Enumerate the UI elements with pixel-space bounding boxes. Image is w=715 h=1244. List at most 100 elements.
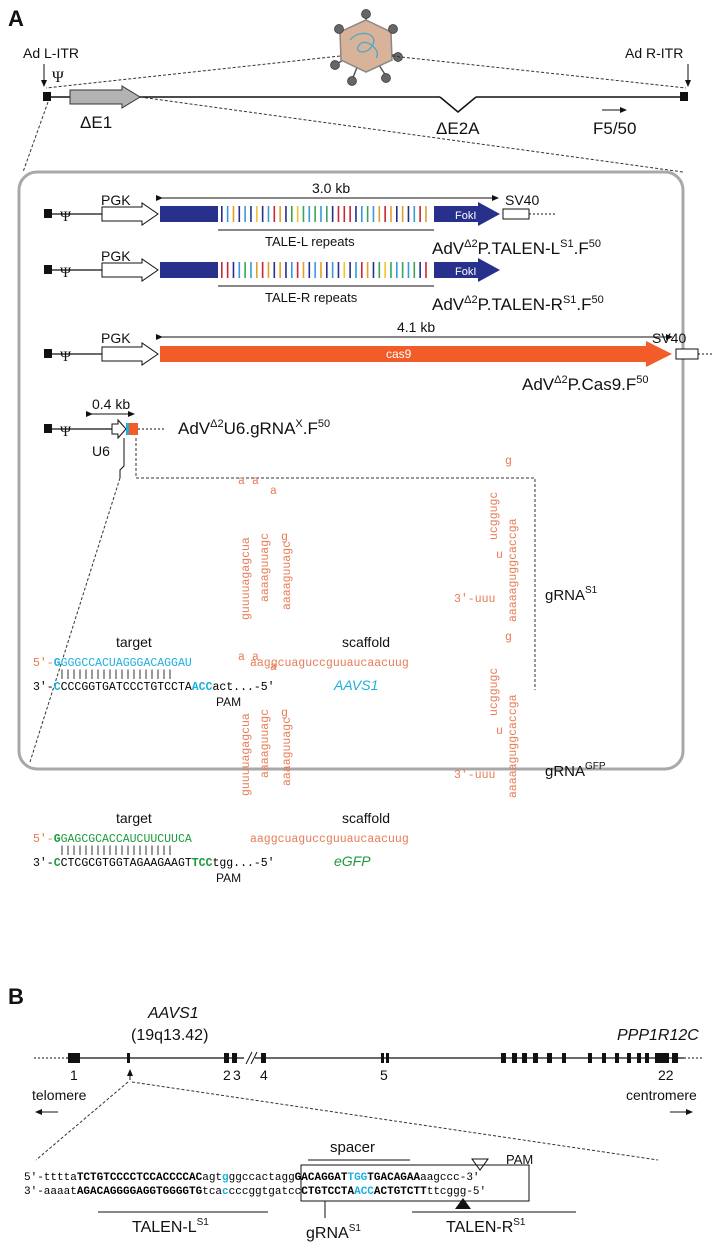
tale-repeat-stripe [232,262,235,278]
repeats-label: TALE-R repeats [265,290,358,305]
right-itr-box [680,92,688,101]
tale-repeat-stripe [320,262,322,278]
exon-5-label: 5 [380,1067,388,1083]
tale-repeat-stripe [221,206,223,222]
target-box [300,1164,530,1202]
tale-repeat-stripe [355,262,357,278]
tale-repeat-stripe [337,262,340,278]
tale-repeat-stripe [279,206,281,222]
stem1-strand-b: aaaaguuagc [259,533,272,602]
top-sequence: 5′-ttttaTCTGTCCCCTCCACCCCACagtgggccactag… [24,1172,480,1184]
pam-label: PAM [506,1152,533,1167]
vector-box [17,170,685,771]
repeats-label: TALE-L repeats [265,234,355,249]
tale-repeat-stripe [296,206,299,222]
psi-symbol: Ψ [60,349,72,365]
telomere-label: telomere [32,1087,87,1103]
scaffold-seq: aaggcuaguccguuaucaacuug [250,833,409,846]
tale-repeat-stripe [221,262,223,278]
loop2-g: g [281,531,288,544]
tale-repeat-stripe [390,262,392,278]
loop2: aaaaguuagc [281,541,294,610]
tale-repeat-stripe [308,206,311,222]
tale-repeat-stripe [361,206,363,222]
scaffold-block [129,423,138,435]
ppp1r12c-label: PPP1R12C [617,1027,699,1044]
size-label: 4.1 kb [397,319,435,335]
itr-box [44,209,52,218]
stem2-loop: g [505,455,512,468]
target-label: target [116,634,152,650]
sv40-box [675,348,699,360]
tale-repeat-stripe [250,262,252,278]
foki-label: FokI [455,210,476,222]
r-itr-label: Ad R-ITR [625,45,683,61]
pam-label: PAM [216,695,241,709]
tale-repeat-stripe [250,206,252,222]
tale-repeat-stripe [279,262,281,278]
tale-repeat-stripe [425,206,427,222]
stem2-strand-b: ucggugc [488,668,501,716]
grna-construct: Ψ 0.4 kb U6 AdVΔ2U6.gRNAX.F50 [29,396,536,763]
tale-repeat-stripe [226,262,229,278]
size-label: 0.4 kb [92,396,130,412]
tale-repeat-stripe [419,206,421,222]
psi-symbol: Ψ [60,424,72,440]
tale-repeat-stripe [314,206,316,222]
tale-repeat-stripe [256,206,258,222]
e2a-deletion [439,96,477,113]
tale-repeat-stripe [326,206,328,222]
adenovirus-icon [330,9,403,86]
tale-repeat-stripe [390,206,392,222]
exon-1-label: 1 [70,1067,78,1083]
pgk-promoter-arrow [101,342,159,366]
bottom-sequence: 3′-aaaatAGACAGGGGAGGTGGGGTGtcaccccggtgat… [24,1186,486,1198]
stem1-strand-a: guuuuagagcua [240,537,253,620]
tale-repeat-stripe [273,262,276,278]
itr-box [44,424,52,433]
tale-repeat-stripe [378,262,381,278]
panel-label-b: B [8,984,24,1009]
top-strand: 5′-GGGGCCACUAGGGACAGGAU [33,657,192,670]
pgk-label: PGK [101,192,131,208]
cut-site-bottom [455,1198,471,1209]
tale-repeat-stripe [425,262,427,278]
talen-l-construct: Ψ PGK 3.0 kb FokI SV40 TALE-L repeats Ad… [44,180,601,258]
pam-label: PAM [216,871,241,885]
tale-repeat-stripe [378,206,381,222]
tale-repeat-stripe [413,262,416,278]
tale-repeat-stripe [232,206,235,222]
tale-repeat-stripe [361,262,363,278]
tale-repeat-stripe [349,262,351,278]
stem2-strand-a: aaaaaguggcaccga [507,518,520,622]
grna-s1-structure: gRNAS1 guuuuagagcua aaaaguuagc a a a aaa… [33,455,598,709]
itr-box [44,349,52,358]
pgk-label: PGK [101,330,131,346]
tale-repeat-stripe [407,262,410,278]
grna-title: gRNAS1 [545,585,598,604]
scaffold-seq: aaggcuaguccguuaucaacuug [250,657,409,670]
tale-repeat-stripe [401,262,404,278]
tale-repeat-stripe [384,262,386,278]
foki-label: FokI [455,266,476,278]
spacer-block [126,423,129,435]
spacer-label: spacer [330,1139,375,1156]
tale-repeat-stripe [372,206,375,222]
tale-repeat-stripe [291,262,293,278]
top-strand: 5′-GGAGCGCACCAUCUUCUUCA [33,833,192,846]
tale-repeat-stripe [320,206,322,222]
grna-gfp-structure: gRNAGFP guuuuagagcua aaaaguuagc a a a aa… [33,631,606,885]
scaffold-label: scaffold [342,810,390,826]
stem2-loop: g [505,631,512,644]
tale-repeat-stripe [396,262,398,278]
loop1-a: a [238,475,245,488]
tale-repeat-stripe [366,262,369,278]
tale-repeat-stripe [331,262,334,278]
vector-name: AdVΔ2P.TALEN-RS1.F50 [432,294,604,314]
gene-label: eGFP [334,853,371,869]
tale-repeat-stripe [308,262,311,278]
tale-repeat-stripe [238,262,241,278]
tale-repeat-stripe [326,262,328,278]
tale-repeat-stripe [296,262,299,278]
tale-repeat-stripe [238,206,241,222]
